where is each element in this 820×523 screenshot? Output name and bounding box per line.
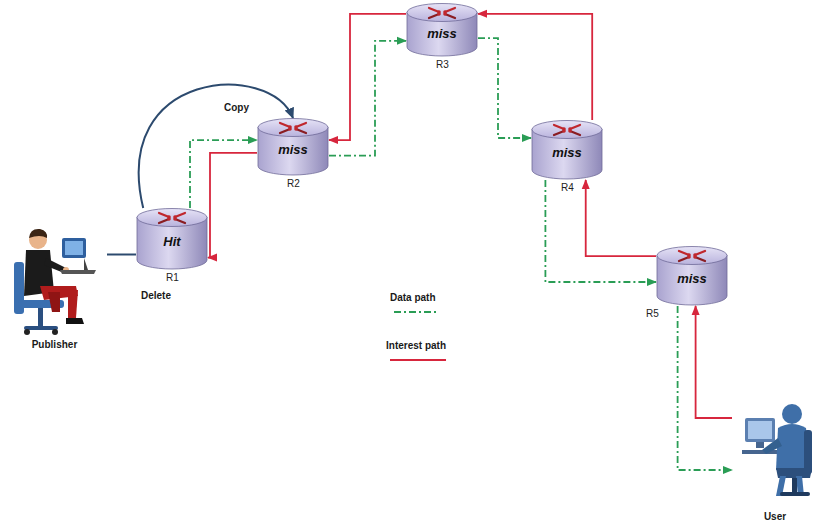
- legend-text: Data path: [390, 292, 436, 303]
- router-node: missR4: [531, 120, 603, 180]
- data-path: [329, 41, 406, 156]
- router-arrow-head: [288, 127, 292, 131]
- router-arrow-head: [294, 125, 298, 129]
- router-top: [137, 209, 207, 227]
- router-status: Hit: [136, 208, 208, 249]
- legend-sample: [394, 311, 438, 313]
- router-node: HitR1: [136, 208, 208, 270]
- data-path: [190, 140, 257, 208]
- link-line: [107, 254, 136, 256]
- router-status: miss: [257, 118, 329, 157]
- publisher-figure: [14, 229, 96, 335]
- router-name: R3: [436, 59, 449, 70]
- router-top: [532, 121, 602, 139]
- router-node: missR2: [257, 118, 329, 176]
- interest-path: [208, 153, 257, 258]
- router-arrow-head: [443, 10, 447, 14]
- router-arrow-head: [687, 255, 691, 259]
- note-label: Delete: [141, 290, 171, 301]
- data-path: [478, 38, 531, 138]
- router-top: [657, 247, 727, 265]
- interest-path: [478, 14, 592, 120]
- router-arrow-head: [167, 217, 171, 221]
- person-label: User: [764, 511, 786, 522]
- data-path: [678, 306, 732, 470]
- router-name: R4: [561, 182, 574, 193]
- router-arrow-head: [568, 127, 572, 131]
- person-node: User: [732, 392, 818, 522]
- router-arrow-head: [173, 215, 177, 219]
- router-name: R5: [646, 308, 659, 319]
- router-name: R1: [166, 272, 179, 283]
- interest-path: [329, 14, 406, 140]
- router-status: miss: [656, 246, 728, 286]
- interest-path: [586, 180, 656, 256]
- router-arrow-head: [693, 253, 697, 257]
- router-status: miss: [406, 3, 478, 41]
- router-node: missR5: [656, 246, 728, 306]
- person-label: Publisher: [32, 339, 78, 350]
- router-name: R2: [287, 178, 300, 189]
- data-path: [545, 180, 656, 282]
- router-node: missR3: [406, 3, 478, 57]
- interest-path: [696, 306, 732, 418]
- router-top: [407, 4, 477, 22]
- user-figure: [742, 404, 812, 496]
- person-node: Publisher: [2, 220, 107, 350]
- router-arrow-head: [437, 12, 441, 16]
- router-status: miss: [531, 120, 603, 160]
- legend-sample: [390, 359, 446, 361]
- router-arrow-head: [562, 129, 566, 133]
- edge-label: Copy: [222, 102, 251, 113]
- legend-text: Interest path: [386, 340, 446, 351]
- router-top: [258, 119, 328, 137]
